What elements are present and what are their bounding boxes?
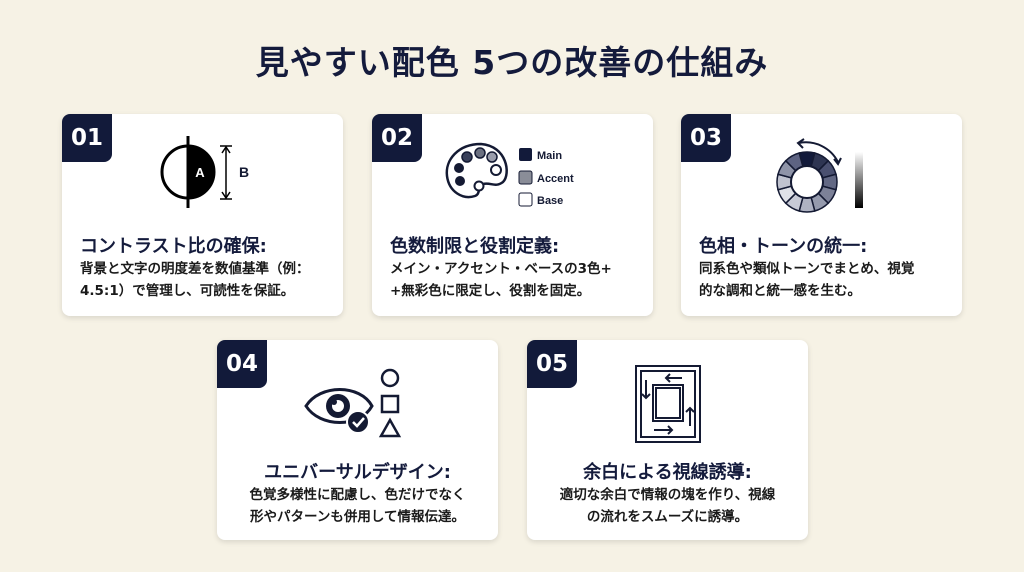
card-description: メイン・アクセント・ベースの3色+ +無彩色に限定し、役割を固定。 bbox=[390, 258, 643, 302]
card-number: 01 bbox=[62, 114, 112, 162]
card-description: 同系色や類似トーンでまとめ、視覚 的な調和と統一感を生む。 bbox=[699, 258, 952, 302]
card-heading: 余白による視線誘導: bbox=[583, 462, 752, 483]
card-number: 05 bbox=[527, 340, 577, 388]
desc-line: メイン・アクセント・ベースの3色+ bbox=[390, 261, 612, 277]
card-heading: 色数制限と役割定義: bbox=[390, 236, 560, 257]
card-description: 色覚多様性に配慮し、色だけでなく 形やパターンも併用して情報伝達。 bbox=[225, 484, 490, 528]
contrast-icon: A B bbox=[62, 122, 343, 232]
desc-line: 適切な余白で情報の塊を作り、視線 bbox=[559, 487, 776, 503]
card-heading: 色相・トーンの統一: bbox=[699, 236, 868, 257]
card-whitespace: 05 余白による視線誘導: 適切な余白で情報の塊を作り、視線 の流れをスムーズに… bbox=[527, 340, 808, 540]
palette-icon: Main Accent Base bbox=[372, 122, 653, 232]
desc-line: 的な調和と統一感を生む。 bbox=[699, 283, 861, 299]
legend-accent: Accent bbox=[537, 173, 574, 185]
page-title: 見やすい配色 5つの改善の仕組み bbox=[255, 43, 769, 82]
color-wheel-icon bbox=[681, 122, 962, 232]
card-color-limit: 02 Main Accent Base 色数制限と役割定義: メイン・アクセント… bbox=[372, 114, 653, 316]
card-heading: コントラスト比の確保: bbox=[80, 236, 267, 257]
legend-base: Base bbox=[537, 195, 563, 207]
main-swatch bbox=[518, 148, 532, 161]
base-swatch bbox=[518, 192, 532, 207]
card-contrast: 01 A B コントラスト比の確保: 背景と文字の明度差を数値基準（例： 4.5… bbox=[62, 114, 343, 316]
desc-line: 4.5:1）で管理し、可読性を保証。 bbox=[80, 283, 295, 299]
card-number: 03 bbox=[681, 114, 731, 162]
tone-scale bbox=[854, 152, 863, 208]
desc-line: 形やパターンも併用して情報伝達。 bbox=[250, 509, 465, 525]
desc-line: の流れをスムーズに誘導。 bbox=[586, 509, 749, 525]
card-hue-tone: 03 色相・トーンの統一: 同系色や類似トーンでまとめ、視覚 的な調和と統一感を… bbox=[681, 114, 962, 316]
card-heading: ユニバーサルデザイン: bbox=[264, 462, 451, 483]
eye-shapes-icon bbox=[217, 348, 498, 458]
accent-swatch bbox=[518, 170, 532, 185]
desc-line: +無彩色に限定し、役割を固定。 bbox=[390, 283, 591, 299]
card-number: 02 bbox=[372, 114, 422, 162]
card-description: 適切な余白で情報の塊を作り、視線 の流れをスムーズに誘導。 bbox=[535, 484, 800, 528]
whitespace-flow-icon bbox=[527, 348, 808, 458]
legend-main: Main bbox=[537, 150, 562, 162]
label-b: B bbox=[239, 164, 249, 180]
card-universal-design: 04 ユニバーサルデザイン: 色覚多様性に配慮し、色だけでなく 形やパターンも併… bbox=[217, 340, 498, 540]
desc-line: 同系色や類似トーンでまとめ、視覚 bbox=[699, 261, 915, 277]
card-number: 04 bbox=[217, 340, 267, 388]
card-description: 背景と文字の明度差を数値基準（例： 4.5:1）で管理し、可読性を保証。 bbox=[80, 258, 333, 302]
desc-line: 背景と文字の明度差を数値基準（例： bbox=[80, 261, 310, 277]
desc-line: 色覚多様性に配慮し、色だけでなく bbox=[249, 487, 466, 503]
label-a: A bbox=[195, 165, 205, 180]
